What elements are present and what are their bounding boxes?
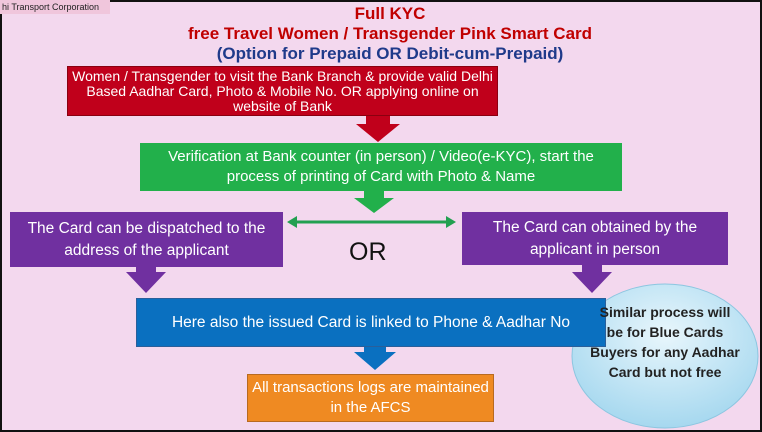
or-label: OR [349, 238, 387, 266]
arrow-down-blue [354, 346, 396, 370]
arrow-down-green [354, 190, 394, 213]
title-line-3: (Option for Prepaid OR Debit-cum-Prepaid… [216, 44, 564, 63]
arrow-down-red [356, 114, 400, 142]
step-visit-bank: Women / Transgender to visit the Bank Br… [67, 66, 498, 116]
option-dispatch: The Card can be dispatched to the addres… [10, 212, 283, 267]
double-arrow-green [287, 216, 456, 228]
arrow-down-purple-right [572, 264, 612, 293]
arrow-down-purple-left [126, 266, 166, 293]
note-ellipse [571, 283, 759, 429]
title-line-1: Full KYC [354, 4, 426, 23]
step-verification: Verification at Bank counter (in person)… [140, 143, 622, 191]
organization-label: hi Transport Corporation [0, 0, 110, 14]
step-logs: All transactions logs are maintained in … [247, 374, 494, 422]
step-linked: Here also the issued Card is linked to P… [136, 298, 606, 347]
option-in-person: The Card can obtained by the applicant i… [462, 212, 728, 265]
title-line-2: free Travel Women / Transgender Pink Sma… [187, 24, 593, 43]
note-text: Similar process will be for Blue Cards B… [590, 304, 740, 380]
